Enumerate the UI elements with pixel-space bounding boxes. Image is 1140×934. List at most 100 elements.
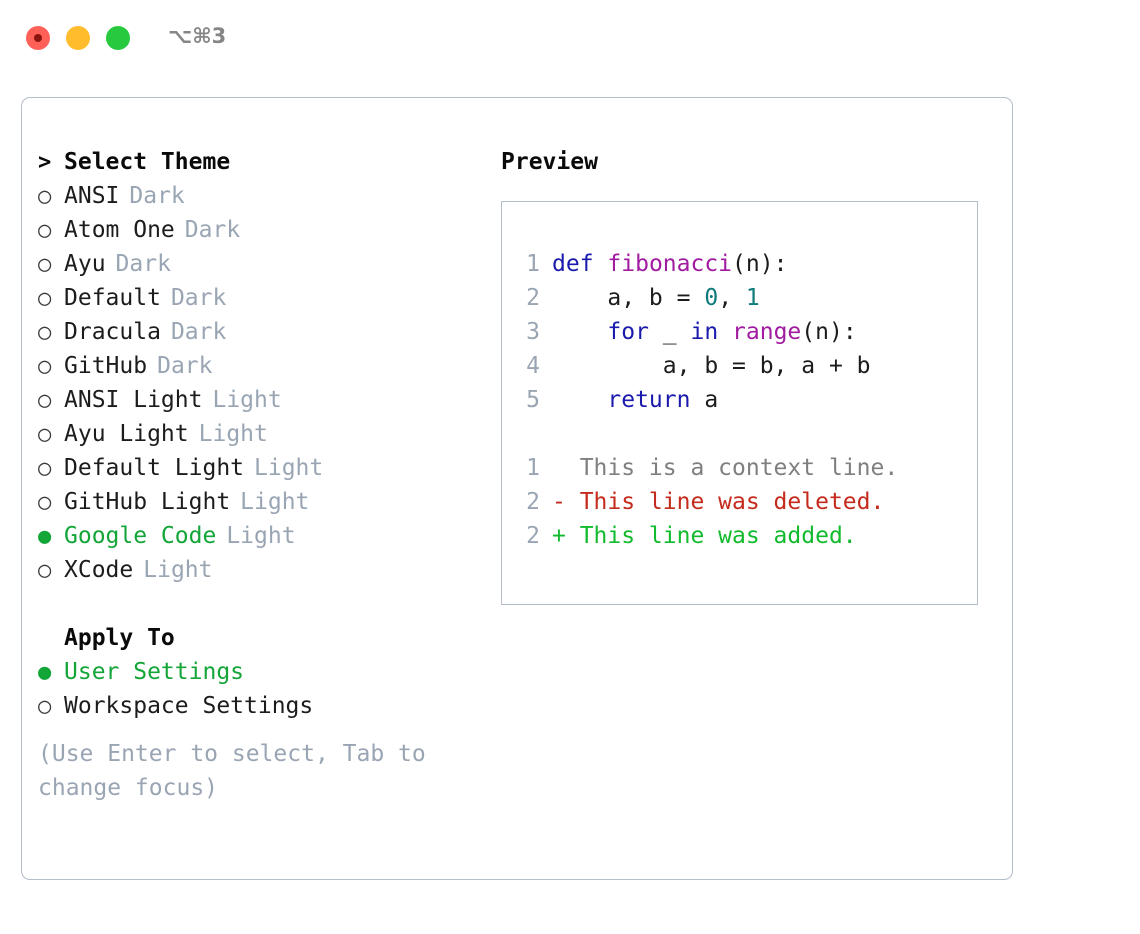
radio-selected-icon: ● [38,660,52,685]
code-token-plain [718,319,732,345]
header-caret-icon: > [38,150,52,175]
minimize-button[interactable] [66,26,90,50]
section-spacer [38,587,493,621]
code-token-kw: return [607,387,691,413]
diff-line-0: 1 This is a context line. [512,451,972,485]
code-line-number: 4 [526,353,540,379]
diff-line-text-del: - This line was deleted. [552,489,885,515]
theme-option-variant: Light [226,523,296,549]
apply-to-option-0[interactable]: ● User Settings [38,655,493,689]
code-line-3: 4 a, b = b, a + b [512,349,972,383]
code-token-plain: _ [648,319,691,345]
code-diff-separator [512,417,972,451]
diff-line-2: 2 + This line was added. [512,519,972,553]
apply-to-option-label: User Settings [64,659,245,685]
theme-option-label: ANSI Light [64,387,203,413]
theme-option-variant: Light [143,557,213,583]
theme-option-4[interactable]: ○ Dracula Dark [38,315,493,349]
theme-option-variant: Dark [184,217,241,243]
diff-line-text-context: This is a context line. [552,455,899,481]
radio-unselected-icon: ○ [38,286,52,311]
code-token-kw: def [552,251,594,277]
theme-option-label: Dracula [64,319,161,345]
code-line-1: 2 a, b = 0, 1 [512,281,972,315]
theme-option-label: Ayu [64,251,106,277]
theme-option-variant: Light [198,421,268,447]
theme-option-label: XCode [64,557,134,583]
theme-option-label: Default Light [64,455,245,481]
theme-option-label: ANSI [64,183,120,209]
theme-selector-header: > Select Theme [38,145,493,179]
code-token-plain [594,251,608,277]
code-token-punct: (n): [801,319,857,345]
close-button[interactable] [26,26,50,50]
code-token-punct: (n): [732,251,788,277]
theme-option-variant: Light [240,489,310,515]
apply-to-header: Apply To [38,621,493,655]
theme-option-7[interactable]: ○ Ayu Light Light [38,417,493,451]
code-line-2: 3 for _ in range(n): [512,315,972,349]
radio-unselected-icon: ○ [38,252,52,277]
radio-unselected-icon: ○ [38,354,52,379]
code-token-plain: a, b = [552,285,705,311]
code-token-num: 0 [704,285,719,311]
code-line-number: 2 [526,285,540,311]
code-token-kw: for [607,319,649,345]
theme-option-variant: Dark [115,251,171,277]
radio-unselected-icon: ○ [38,422,52,447]
theme-option-variant: Light [212,387,282,413]
zoom-button[interactable] [106,26,130,50]
apply-to-option-label: Workspace Settings [64,693,314,719]
theme-option-variant: Dark [157,353,213,379]
theme-option-10[interactable]: ● Google Code Light [38,519,493,553]
radio-selected-icon: ● [38,524,52,549]
diff-line-text-add: + This line was added. [552,523,857,549]
code-token-plain: a, b = b, a + b [552,353,871,379]
theme-option-11[interactable]: ○ XCode Light [38,553,493,587]
theme-selector-header-label: Select Theme [64,149,231,175]
radio-unselected-icon: ○ [38,218,52,243]
theme-option-variant: Light [254,455,324,481]
radio-unselected-icon: ○ [38,558,52,583]
code-token-kw: in [690,319,719,345]
apply-to-header-label: Apply To [64,625,175,651]
theme-option-label: GitHub Light [64,489,231,515]
code-line-number: 1 [526,251,540,277]
radio-unselected-icon: ○ [38,320,52,345]
preview-title: Preview [501,149,598,175]
help-text: (Use Enter to select, Tab to change focu… [38,741,426,801]
code-token-fn: range [732,319,802,345]
code-token-fn: fibonacci [607,251,733,277]
code-line-4: 5 return a [512,383,972,417]
code-token-plain [552,387,607,413]
theme-option-label: Ayu Light [64,421,189,447]
code-line-number: 3 [526,319,540,345]
diff-line-number: 2 [526,523,540,549]
radio-unselected-icon: ○ [38,694,52,719]
theme-option-variant: Dark [170,319,227,345]
radio-unselected-icon: ○ [38,388,52,413]
apply-to-option-1[interactable]: ○ Workspace Settings [38,689,493,723]
code-line-number: 5 [526,387,540,413]
title-bar: ⌥⌘3 [0,0,1140,78]
theme-option-2[interactable]: ○ Ayu Dark [38,247,493,281]
code-token-plain [552,319,607,345]
theme-option-variant: Dark [170,285,227,311]
radio-unselected-icon: ○ [38,490,52,515]
code-token-num: 1 [745,285,760,311]
theme-option-label: Google Code [64,523,217,549]
radio-unselected-icon: ○ [38,184,52,209]
theme-option-9[interactable]: ○ GitHub Light Light [38,485,493,519]
code-line-0: 1 def fibonacci(n): [512,247,972,281]
diff-line-1: 2- This line was deleted. [512,485,972,519]
theme-option-6[interactable]: ○ ANSI Light Light [38,383,493,417]
